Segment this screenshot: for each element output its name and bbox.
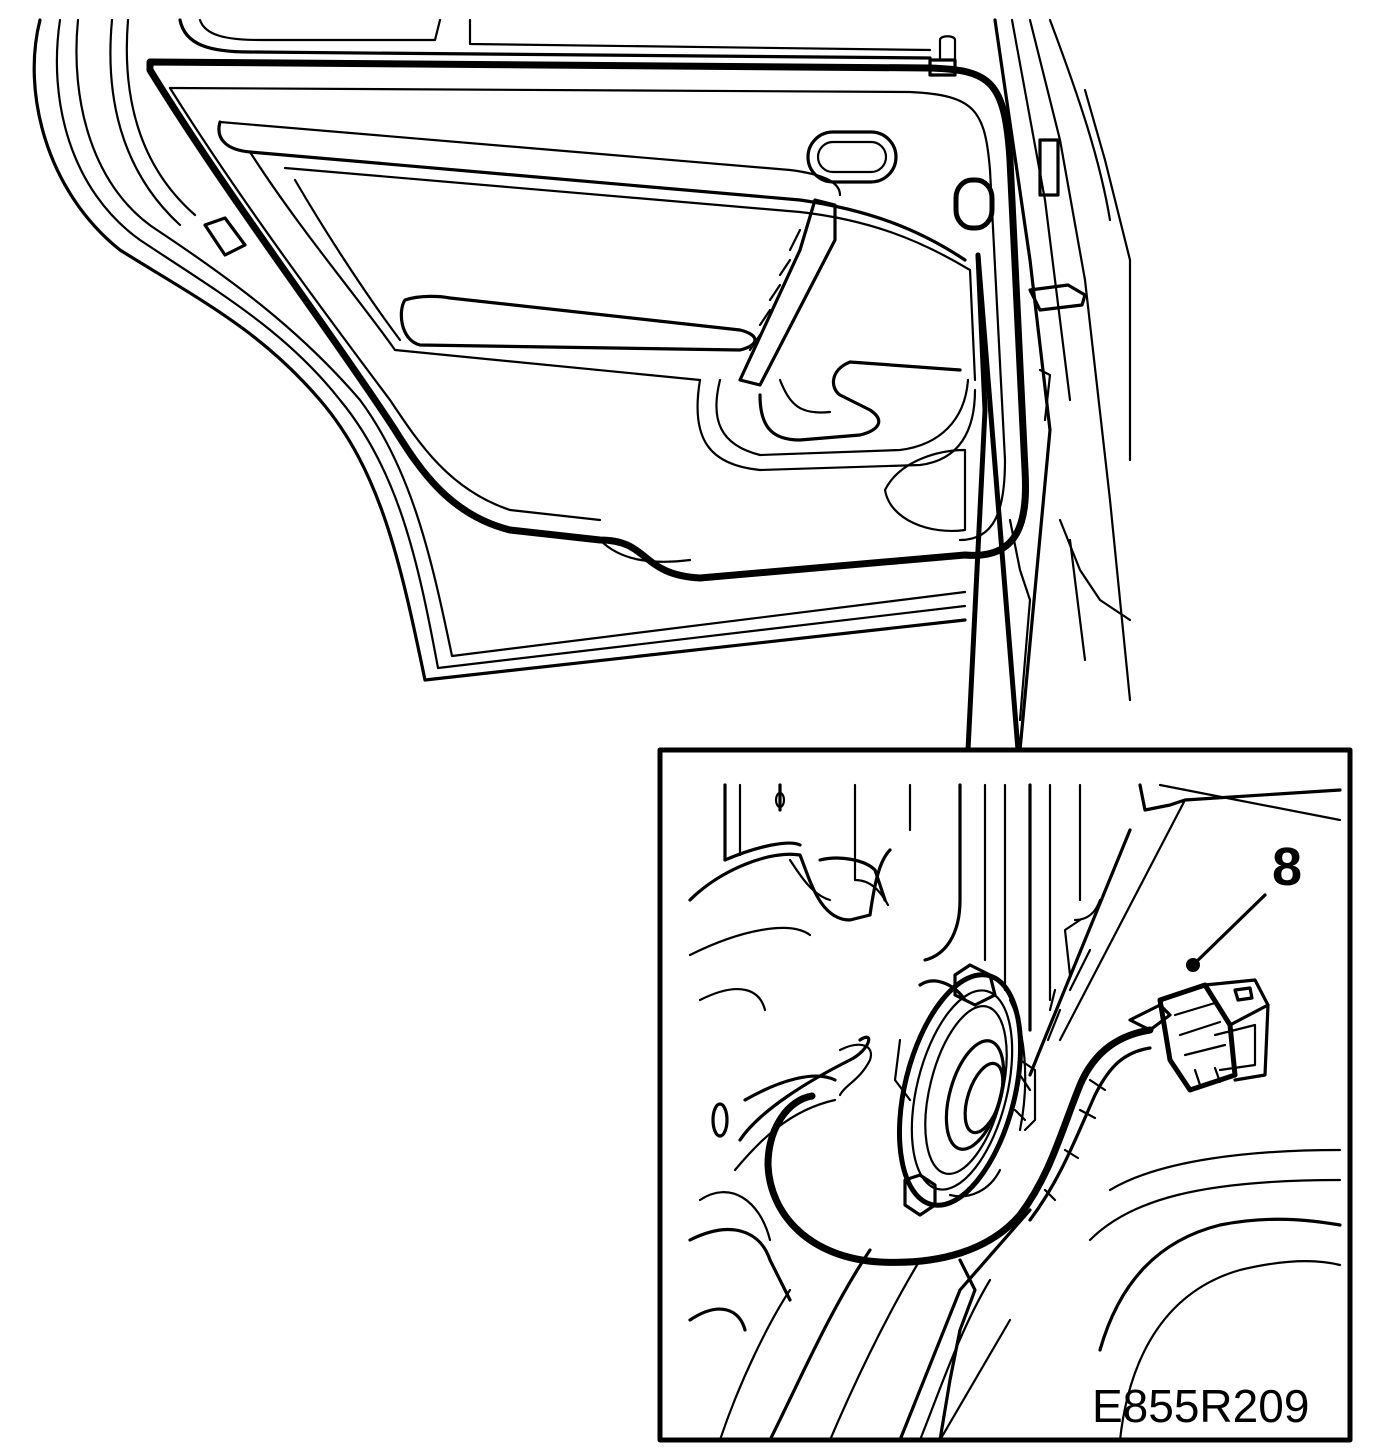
rear-door-overview [32,18,1029,753]
callout-leader [1191,893,1267,967]
door-weatherstrip [146,58,1029,582]
door-trim-panel [217,120,967,262]
grab-handle-recess [806,130,898,184]
speaker-connector [1128,978,1270,1093]
window-frame [178,18,932,60]
b-pillar [993,18,1132,752]
figure-id: E855R209 [1092,1380,1309,1432]
detail-view-frame [657,747,1353,1443]
door-access-hole [953,177,995,231]
door-handle-bracket [738,198,837,387]
detail-view [688,783,1342,1442]
callout-number: 8 [1272,837,1302,897]
door-outer-edge [32,18,967,682]
door-speaker [893,963,1037,1217]
door-armrest [399,294,757,352]
speaker-wiring-harness [764,1026,1154,1266]
